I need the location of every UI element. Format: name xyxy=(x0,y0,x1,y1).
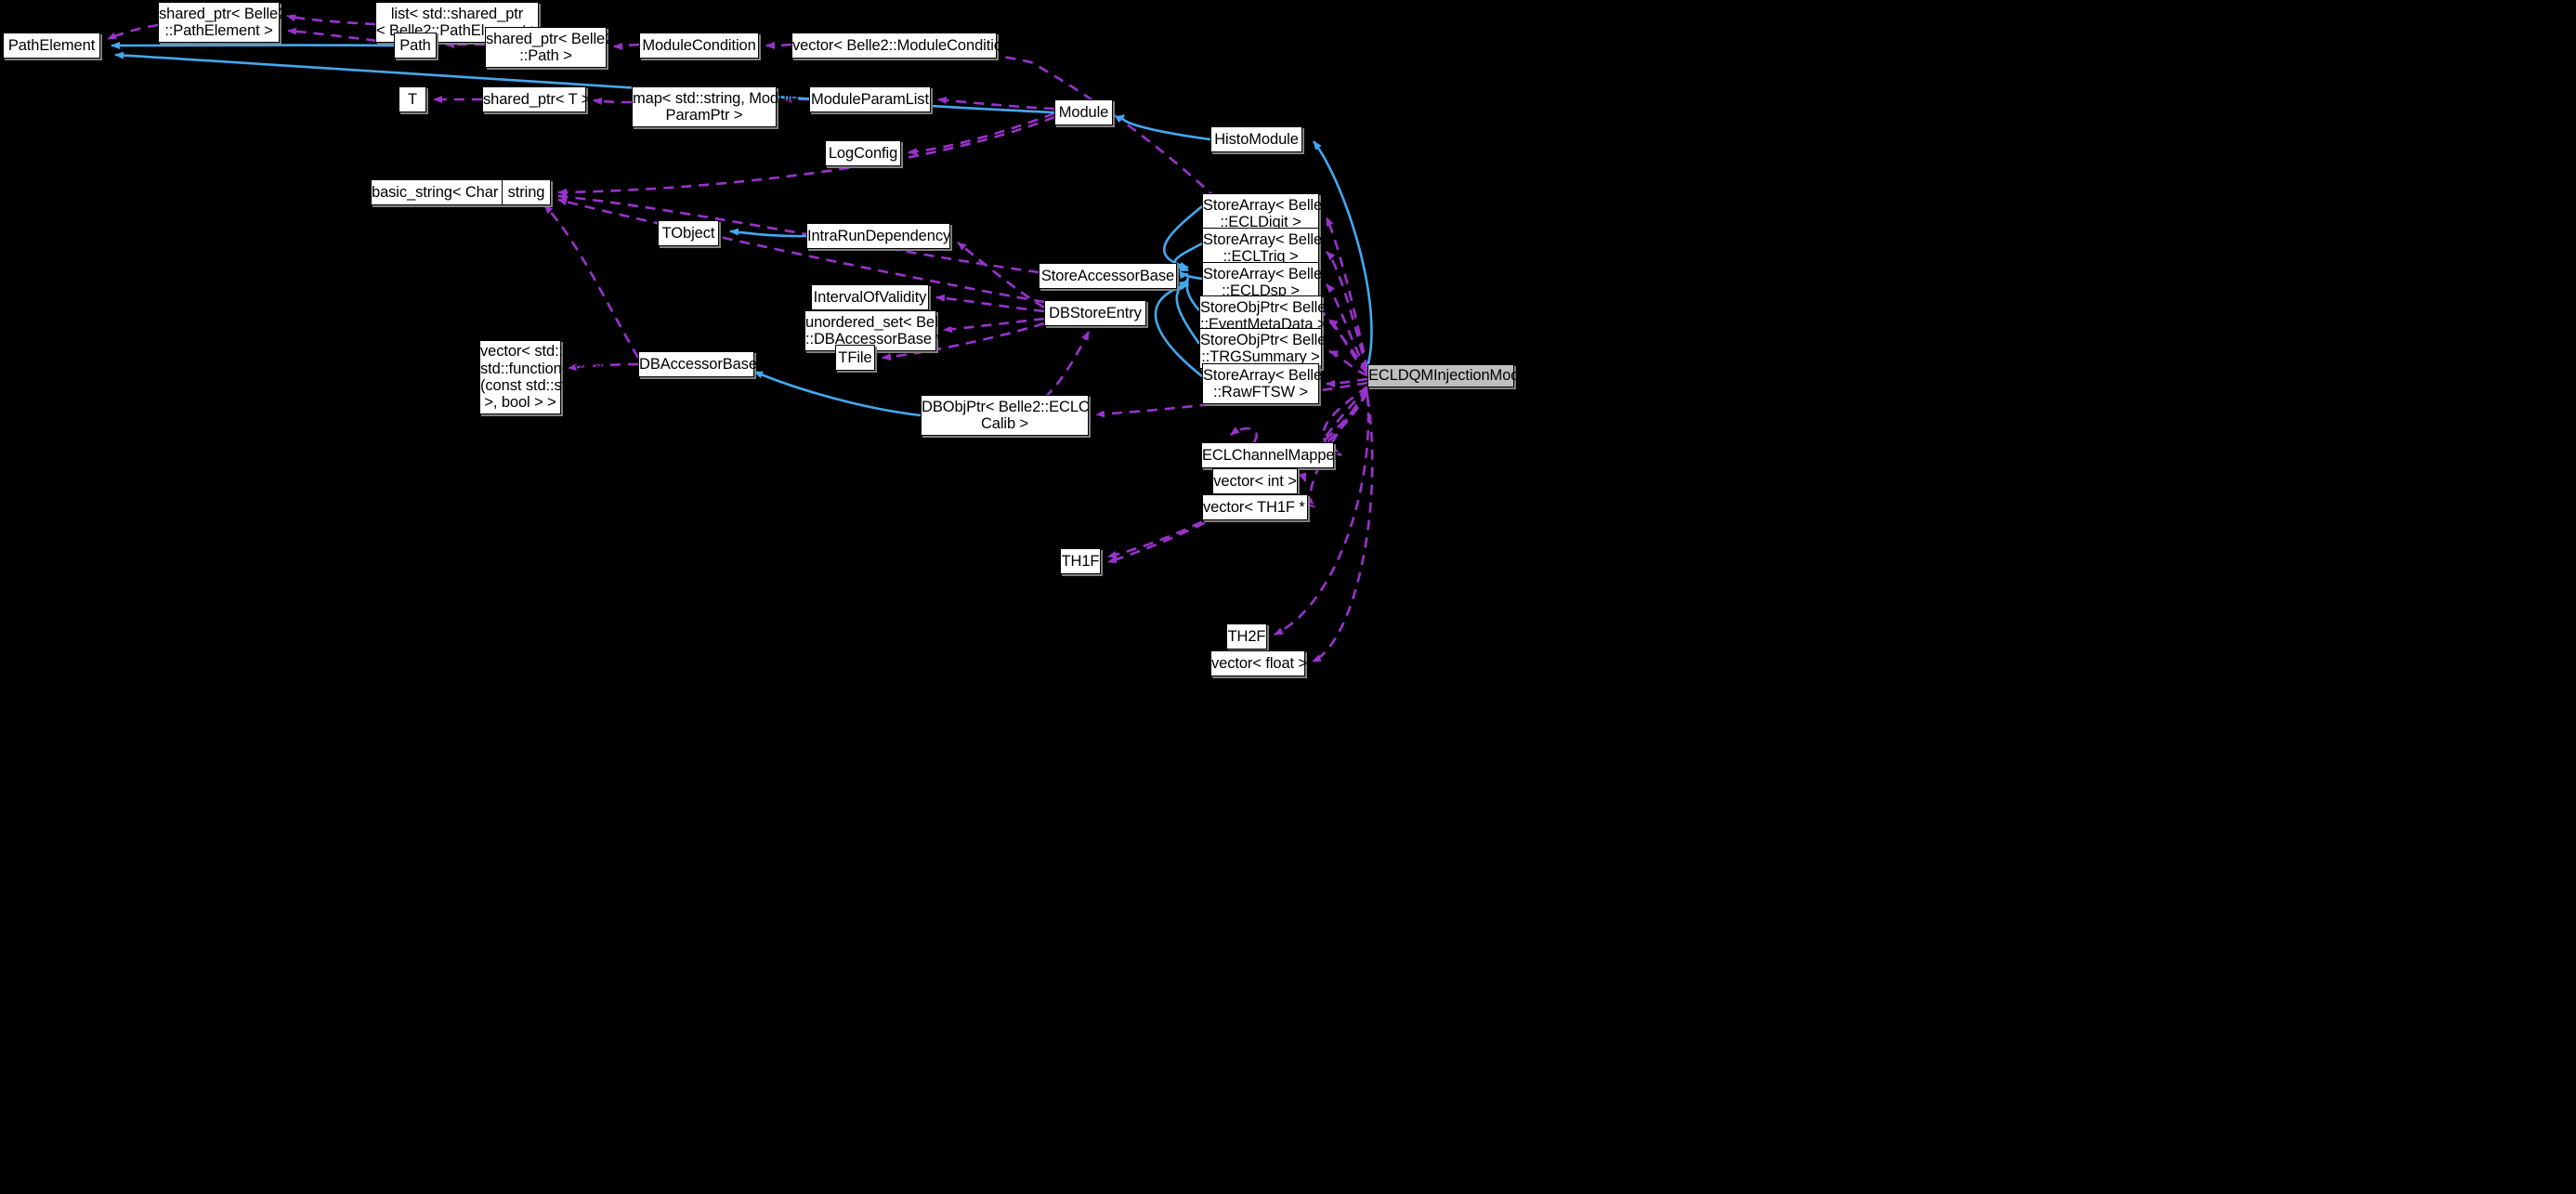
graph-node-label: HistoModule xyxy=(1214,130,1299,148)
graph-node-label: string xyxy=(507,183,545,201)
graph-node-label: IntraRunDependency xyxy=(807,227,951,244)
graph-node-pathelement[interactable]: PathElement xyxy=(3,33,100,59)
graph-node-label: vector< int > xyxy=(1213,472,1297,490)
graph-node-vec_pair_fn[interactable]: vector< std::pair< std::function< void (… xyxy=(479,340,611,414)
graph-node-label: TObject xyxy=(661,224,715,242)
graph-node-vector_th1f_ptr[interactable]: vector< TH1F * > xyxy=(1202,494,1318,520)
graph-node-vec_modulecond[interactable]: vector< Belle2::ModuleCondition > xyxy=(791,33,1024,59)
graph-node-string[interactable]: string xyxy=(502,179,551,205)
graph-node-label: ECLChannelMapper xyxy=(1202,446,1340,464)
graph-node-label: shared_ptr< T > xyxy=(483,90,591,108)
graph-node-label: ModuleCondition xyxy=(642,36,756,54)
graph-node-map_string_module[interactable]: map< std::string, Module ParamPtr > xyxy=(632,86,799,127)
graph-node-label: vector< float > xyxy=(1211,654,1308,672)
graph-node-histomodule[interactable]: HistoModule xyxy=(1210,126,1302,152)
graph-node-label: shared_ptr< Belle2 ::Path > xyxy=(486,30,614,64)
graph-node-label: map< std::string, Module ParamPtr > xyxy=(633,89,799,124)
graph-node-label: vector< std::pair< std::function< void (… xyxy=(480,343,611,412)
graph-node-sharedptr_t[interactable]: shared_ptr< T > xyxy=(482,86,591,112)
graph-node-label: TFile xyxy=(838,348,872,366)
graph-node-intrarundep[interactable]: IntraRunDependency xyxy=(806,223,950,249)
graph-node-label: PathElement xyxy=(7,36,96,54)
graph-node-label: TH2F xyxy=(1227,627,1266,645)
graph-node-vector_int[interactable]: vector< int > xyxy=(1212,468,1298,494)
graph-node-label: DBStoreEntry xyxy=(1049,304,1142,321)
graph-node-label: ModuleParamList xyxy=(811,90,929,108)
graph-node-label: StoreArray< Belle2 ::RawFTSW > xyxy=(1203,366,1331,400)
graph-node-label: StoreAccessorBase xyxy=(1040,267,1175,284)
graph-node-vector_float[interactable]: vector< float > xyxy=(1210,650,1308,676)
graph-node-label: vector< Belle2::ModuleCondition > xyxy=(792,36,1024,54)
graph-node-sharedptr_pathelem[interactable]: shared_ptr< Belle2 ::PathElement > xyxy=(158,2,287,43)
graph-node-label: DBAccessorBase xyxy=(639,355,757,373)
graph-node-eclchannelmapper[interactable]: ECLChannelMapper xyxy=(1201,442,1340,468)
graph-node-path[interactable]: Path xyxy=(394,33,437,59)
graph-node-label: shared_ptr< Belle2 ::PathElement > xyxy=(159,5,287,39)
graph-node-label: StoreArray< Belle2 ::ECLDigit > xyxy=(1203,196,1331,230)
graph-node-logconfig[interactable]: LogConfig xyxy=(825,140,901,166)
graph-node-label: LogConfig xyxy=(828,144,898,162)
graph-node-label: IntervalOfValidity xyxy=(813,288,927,306)
graph-node-dbaccessorbase[interactable]: DBAccessorBase xyxy=(638,351,757,377)
graph-node-tobject[interactable]: TObject xyxy=(658,220,719,246)
graph-node-label: DBObjPtr< Belle2::ECLCrystal Calib > xyxy=(922,398,1126,432)
graph-node-label: Module xyxy=(1058,103,1109,121)
graph-node-label: Path xyxy=(399,36,431,54)
graph-node-label: unordered_set< Belle2 ::DBAccessorBase *… xyxy=(805,313,959,348)
graph-node-label: ECLDQMInjectionModule xyxy=(1368,367,1540,385)
graph-node-basic_string[interactable]: basic_string< Char > xyxy=(371,179,512,205)
graph-node-label: T xyxy=(408,90,417,108)
graph-node-label: StoreObjPtr< Belle2 ::TRGSummary > xyxy=(1200,331,1335,365)
graph-node-storearray_rawftsw[interactable]: StoreArray< Belle2 ::RawFTSW > xyxy=(1202,363,1331,404)
graph-node-dbstoreentry[interactable]: DBStoreEntry xyxy=(1044,300,1146,326)
graph-node-dbobjptr_eclcrystal[interactable]: DBObjPtr< Belle2::ECLCrystal Calib > xyxy=(921,395,1126,436)
graph-node-sharedptr_path[interactable]: shared_ptr< Belle2 ::Path > xyxy=(485,27,614,68)
graph-node-label: StoreArray< Belle2 ::ECLTrig > xyxy=(1203,230,1331,265)
graph-node-ecldqminjection[interactable]: ECLDQMInjectionModule xyxy=(1367,364,1540,387)
graph-node-modulecondition[interactable]: ModuleCondition xyxy=(639,33,759,59)
graph-node-label: StoreArray< Belle2 ::ECLDsp > xyxy=(1203,265,1331,299)
graph-node-module[interactable]: Module xyxy=(1054,99,1113,125)
graph-node-moduleparamlist[interactable]: ModuleParamList xyxy=(809,86,931,112)
graph-node-th2f[interactable]: TH2F xyxy=(1226,623,1267,649)
graph-node-storeaccessorbase[interactable]: StoreAccessorBase xyxy=(1039,263,1177,289)
graph-node-label: TH1F xyxy=(1061,552,1100,570)
graph-node-t[interactable]: T xyxy=(399,86,426,112)
graph-node-tfile[interactable]: TFile xyxy=(835,345,875,371)
graph-node-label: basic_string< Char > xyxy=(372,183,512,201)
graph-node-intervalofvalidity[interactable]: IntervalOfValidity xyxy=(811,284,929,310)
graph-node-label: vector< TH1F * > xyxy=(1203,498,1318,516)
graph-node-th1f[interactable]: TH1F xyxy=(1060,548,1101,574)
